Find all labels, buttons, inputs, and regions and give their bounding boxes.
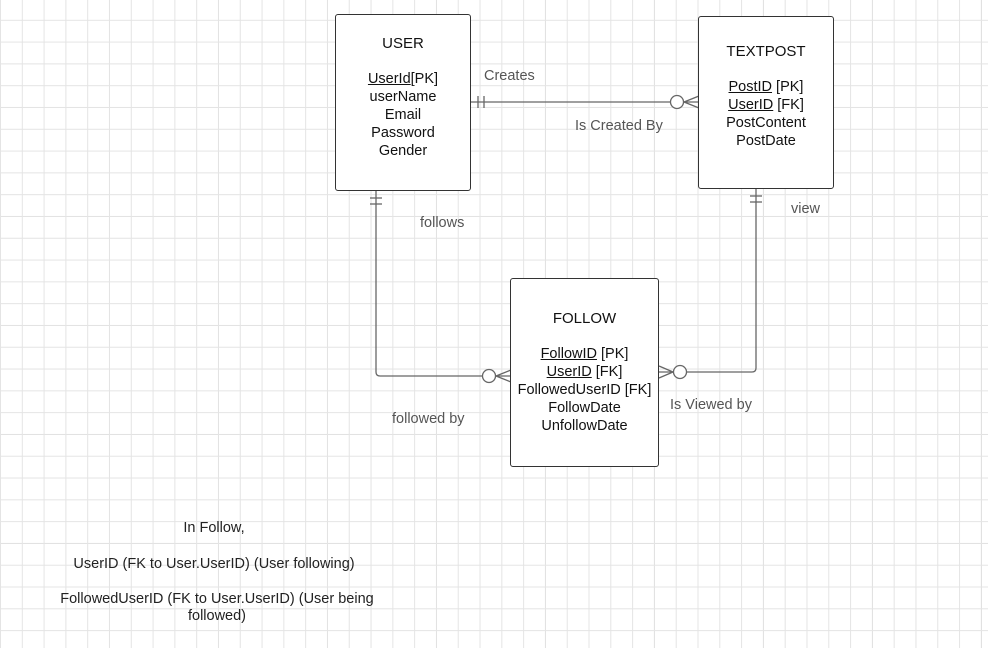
user-attr-email: Email: [384, 107, 422, 123]
rel-label-is-created-by[interactable]: Is Created By: [575, 118, 663, 134]
follow-attr-unfollowdate: UnfollowDate: [541, 418, 628, 434]
entity-user[interactable]: USER UserId[PK] userName Email Password …: [335, 14, 471, 191]
entity-follow-title: FOLLOW: [552, 310, 617, 327]
follow-crowfoot-right-top: [658, 365, 674, 373]
textpost-attr-postid: PostID [PK]: [728, 79, 804, 95]
textpost-attr-postcontent: PostContent: [726, 115, 806, 131]
note-line-1[interactable]: UserID (FK to User.UserID) (User followi…: [73, 556, 355, 572]
connector-textpost-follow-path[interactable]: [659, 188, 757, 373]
user-attr-password: Password: [371, 125, 435, 141]
note-heading[interactable]: In Follow,: [183, 520, 245, 536]
entity-textpost-title: TEXTPOST: [726, 43, 806, 60]
rel-label-is-viewed-by[interactable]: Is Viewed by: [670, 397, 752, 413]
follow-zero-circle-left: [481, 368, 497, 384]
follow-attr-userid: UserID [FK]: [546, 364, 623, 380]
rel-label-follows[interactable]: follows: [420, 215, 465, 231]
note-line-2[interactable]: FollowedUserID (FK to User.UserID) (User…: [60, 591, 374, 624]
rel-label-followed-by[interactable]: followed by: [392, 411, 465, 427]
textpost-attr-postdate: PostDate: [736, 133, 796, 149]
follow-attr-followid: FollowID [PK]: [540, 346, 629, 362]
user-attr-gender: Gender: [378, 143, 428, 159]
follow-crowfoot-left-bottom: [495, 375, 512, 383]
follow-crowfoot-right-bottom: [658, 371, 674, 379]
follow-zero-circle-right: [672, 364, 688, 380]
rel-label-view[interactable]: view: [791, 201, 821, 217]
follow-attr-followdate: FollowDate: [548, 400, 621, 416]
user-attr-username: userName: [369, 89, 437, 105]
connector-user-follow-path[interactable]: [375, 190, 511, 377]
user-attr-userid: UserId[PK]: [367, 71, 439, 87]
textpost-crowfoot-bottom: [683, 101, 700, 109]
textpost-zero-circle: [669, 94, 685, 110]
rel-label-creates[interactable]: Creates: [484, 68, 535, 84]
entity-user-title: USER: [382, 35, 424, 52]
textpost-attr-userid: UserID [FK]: [728, 97, 804, 113]
entity-follow[interactable]: FOLLOW FollowID [PK] UserID [FK] Followe…: [510, 278, 659, 467]
entity-textpost[interactable]: TEXTPOST PostID [PK] UserID [FK] PostCon…: [698, 16, 834, 189]
follow-crowfoot-left-top: [495, 369, 512, 377]
textpost-crowfoot-top: [683, 95, 700, 103]
follow-attr-followeduserid: FollowedUserID [FK]: [517, 382, 652, 398]
